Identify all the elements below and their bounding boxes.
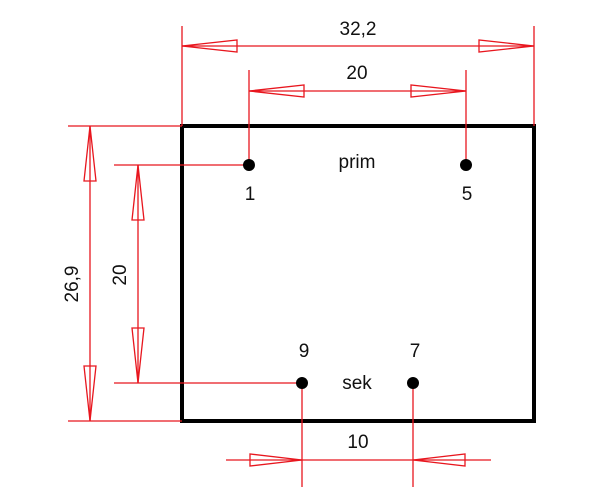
label-total-width: 32,2 xyxy=(340,19,377,40)
dimension-vertical-pitch: 20 xyxy=(110,164,145,384)
pin-label-5: 5 xyxy=(462,184,473,205)
component-outline xyxy=(180,124,536,423)
pin-label-9: 9 xyxy=(299,341,310,362)
arrow-secondary-pitch-left xyxy=(249,453,303,467)
pin-label-7: 7 xyxy=(410,341,421,362)
secondary-winding-label: sek xyxy=(342,373,372,394)
label-total-height: 26,9 xyxy=(62,266,83,303)
pin-label-1: 1 xyxy=(245,184,256,205)
pins xyxy=(243,159,472,389)
arrow-vertical-pitch-top xyxy=(131,164,145,221)
arrow-total-width-left xyxy=(181,39,238,53)
arrow-total-height-bottom xyxy=(83,365,97,422)
pin-9 xyxy=(296,377,308,389)
arrow-primary-pitch-right xyxy=(410,84,467,98)
arrow-secondary-pitch-right xyxy=(412,453,466,467)
arrow-primary-pitch-left xyxy=(248,84,305,98)
pin-7 xyxy=(407,377,419,389)
pin-5 xyxy=(460,159,472,171)
label-vertical-pitch: 20 xyxy=(110,264,131,285)
arrow-vertical-pitch-bottom xyxy=(131,327,145,384)
label-primary-pitch: 20 xyxy=(346,63,367,84)
dimension-secondary-pitch: 10 xyxy=(226,432,491,467)
arrow-total-height-top xyxy=(83,125,97,182)
dimension-total-width: 32,2 xyxy=(181,19,535,53)
dimension-total-height: 26,9 xyxy=(62,125,97,422)
label-secondary-pitch: 10 xyxy=(347,432,368,453)
primary-winding-label: prim xyxy=(339,152,376,173)
dimension-primary-pitch: 20 xyxy=(248,63,467,98)
extension-lines xyxy=(68,26,535,487)
pin-1 xyxy=(243,159,255,171)
arrow-total-width-right xyxy=(478,39,535,53)
